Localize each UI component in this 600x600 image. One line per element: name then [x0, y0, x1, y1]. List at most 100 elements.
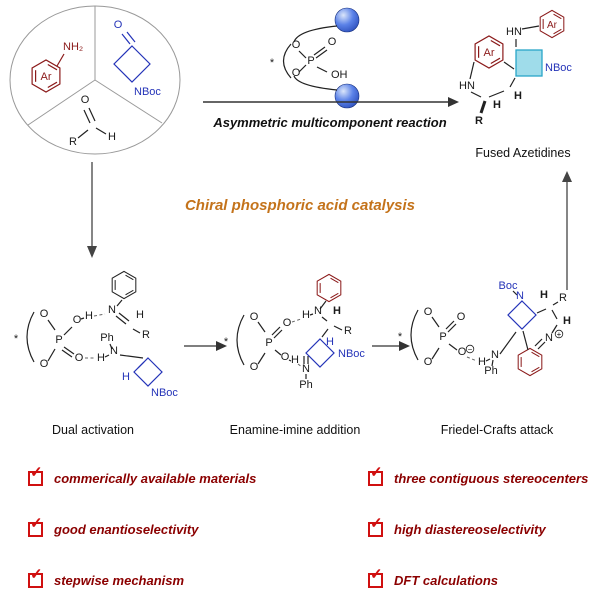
checklist-right-column: ✓ three contiguous stereocenters ✓ high … — [368, 465, 589, 600]
azetidine-ring — [507, 300, 537, 330]
n-label: N — [545, 332, 553, 344]
checklist-item-label: stepwise mechanism — [54, 572, 185, 588]
ph-label: Ph — [484, 365, 497, 377]
o-label: O — [283, 317, 292, 329]
o-label: O — [328, 36, 337, 48]
adduct-bonds — [303, 300, 343, 379]
arrowhead — [448, 97, 459, 107]
hydrogen-bond-dashed — [291, 318, 303, 368]
nboc-label: NBoc — [338, 348, 365, 360]
n-label: N — [302, 363, 310, 375]
mechanism-caption-2: Enamine-imine addition — [230, 423, 361, 437]
checklist-item-label: commerically available materials — [54, 470, 257, 486]
hydrogen-bond-dashed — [466, 356, 478, 362]
nboc-label: NBoc — [151, 387, 178, 399]
mechanism-step-1: * O O P O H N R H O H N Ph H NBoc — [14, 270, 178, 399]
reaction-arrow — [203, 97, 459, 107]
checklist-item: ✓ DFT calculations — [368, 567, 588, 590]
mechanism-step-2: * O O P O H N R H O H N Ph H NBoc — [224, 273, 365, 391]
aldehyde-structure: O R H — [69, 94, 116, 148]
up-arrow — [562, 171, 572, 290]
checklist-item: ✓ good enantioselectivity — [28, 516, 256, 539]
h-label: H — [85, 310, 93, 322]
nboc-label: NBoc — [134, 86, 161, 98]
product-caption: Fused Azetidines — [475, 146, 570, 160]
oh-label: OH — [331, 69, 348, 81]
chirality-star: * — [14, 333, 19, 345]
mechanism-arrow-1 — [184, 341, 227, 351]
h-label: H — [302, 309, 310, 321]
cpa-bonds — [26, 311, 85, 363]
product-structure: Ar Ar HN HN NBoc R H H — [459, 9, 572, 127]
n-label: N — [110, 345, 118, 357]
cpa-bonds — [236, 314, 292, 366]
checklist-item-label: high diastereoselectivity — [394, 521, 546, 537]
checkbox-icon: ✓ — [368, 465, 383, 486]
aldehyde-h-label: H — [108, 131, 116, 143]
o-label: O — [458, 346, 467, 358]
n-label: N — [516, 290, 524, 302]
azetidine-ring — [133, 357, 163, 387]
carbonyl-o-label: O — [114, 19, 123, 31]
bond — [88, 107, 96, 122]
checkbox-icon: ✓ — [28, 516, 43, 537]
bond — [77, 129, 89, 139]
nboc-label: NBoc — [545, 62, 572, 74]
n-label: N — [491, 349, 499, 361]
azetidine-highlight — [515, 49, 543, 77]
checklist-left-column: ✓ commerically available materials ✓ goo… — [28, 465, 257, 600]
wedge-bond — [479, 100, 487, 114]
o-label: O — [250, 361, 259, 373]
checkbox-icon: ✓ — [368, 516, 383, 537]
checklist-item-label: good enantioselectivity — [54, 521, 199, 537]
checkbox-icon: ✓ — [368, 567, 383, 588]
p-label: P — [307, 55, 314, 67]
benzene-ring — [111, 270, 137, 300]
mechanism-step-3: * O O P O O − H N Ph Boc N R H H N + — [398, 280, 571, 377]
benzene-ring — [316, 273, 342, 303]
checkmark-glyph: ✓ — [370, 565, 383, 583]
benzene-ring — [517, 347, 543, 377]
reaction-label: Asymmetric multicomponent reaction — [212, 115, 446, 130]
reactants-circle: Ar NH₂ O NBoc O R H — [9, 5, 181, 155]
h-label: H — [291, 354, 299, 366]
mechanism-caption-1: Dual activation — [52, 423, 134, 437]
arrowhead — [216, 341, 227, 351]
o-label: O — [424, 356, 433, 368]
o-label: O — [250, 311, 259, 323]
bond — [126, 31, 136, 43]
h-label: H — [326, 336, 334, 348]
p-label: P — [439, 331, 446, 343]
p-label: P — [265, 337, 272, 349]
o-label: O — [281, 351, 290, 363]
o-label: O — [457, 311, 466, 323]
ar-label: Ar — [547, 20, 558, 31]
ph-label: Ph — [299, 379, 312, 391]
o-label: O — [292, 67, 301, 79]
checkbox-icon: ✓ — [28, 567, 43, 588]
blue-sphere — [334, 83, 360, 109]
bond — [56, 53, 65, 67]
checkmark-glyph: ✓ — [370, 514, 383, 532]
checkbox-icon: ✓ — [28, 465, 43, 486]
n-label: N — [314, 305, 322, 317]
h-label: H — [122, 371, 130, 383]
checkmark-glyph: ✓ — [30, 463, 43, 481]
ar-label: Ar — [41, 71, 52, 83]
r-label: R — [142, 329, 150, 341]
boc-label: Boc — [499, 280, 518, 292]
o-label: O — [424, 306, 433, 318]
h-label: H — [540, 289, 548, 301]
r-label: R — [475, 115, 483, 127]
mechanism-caption-3: Friedel-Crafts attack — [441, 423, 554, 437]
h-label: H — [97, 352, 105, 364]
sector-dividers — [27, 6, 163, 126]
chirality-star: * — [224, 336, 229, 348]
checklist-item-label: three contiguous stereocenters — [394, 470, 589, 486]
nh2-label: NH₂ — [63, 41, 83, 53]
n-label: N — [108, 304, 116, 316]
p-label: P — [55, 334, 62, 346]
mechanism-arrow-2 — [372, 341, 410, 351]
